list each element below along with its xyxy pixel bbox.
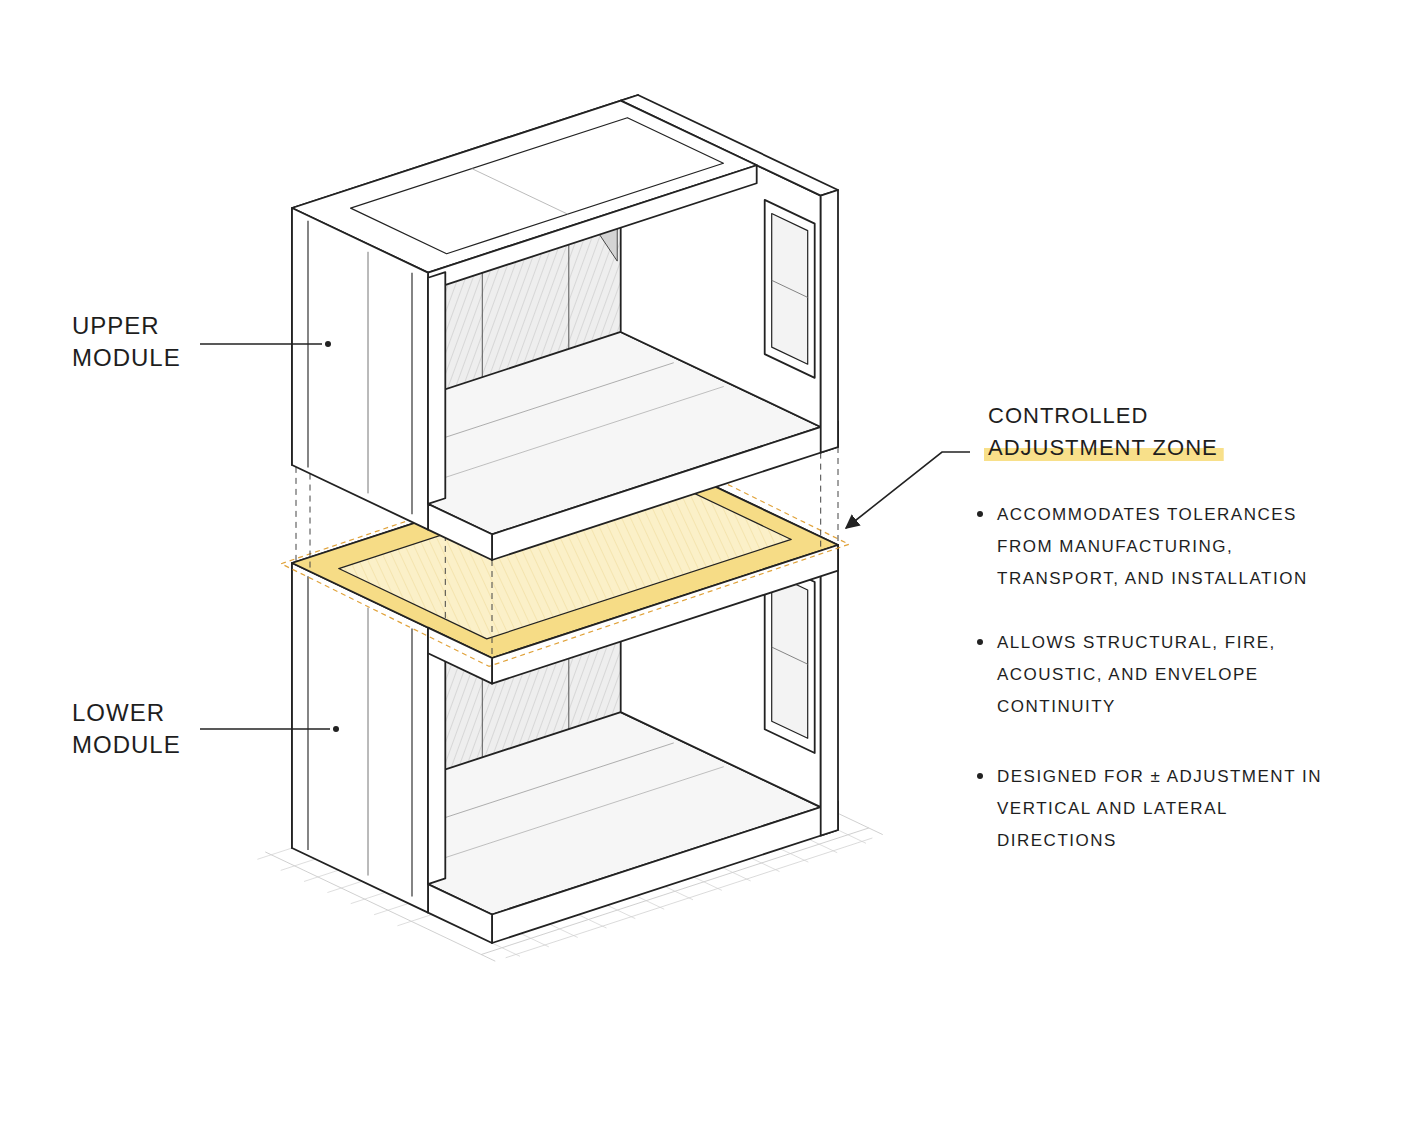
ground-line	[550, 924, 578, 937]
window-glass	[772, 213, 808, 364]
floor-slab-end	[428, 504, 492, 560]
leader-dot	[325, 341, 331, 347]
window-frame	[765, 200, 815, 378]
upper-module-drawing	[292, 95, 838, 560]
ground-line	[351, 892, 386, 903]
ground-line	[838, 830, 866, 843]
panel-joint	[368, 608, 369, 876]
ground-line	[257, 848, 292, 859]
ground-line	[281, 859, 316, 870]
zone-label: CONTROLLED ADJUSTMENT ZONE	[988, 400, 1243, 464]
panel-joint	[368, 252, 369, 494]
ground-line	[327, 881, 362, 892]
ground-line	[665, 887, 693, 900]
bullet-dot	[977, 511, 983, 517]
alignment-dash	[310, 474, 311, 572]
bullet-note: DESIGNED FOR ± ADJUSTMENT IN VERTICAL AN…	[997, 761, 1342, 857]
floor-slab-edge	[492, 421, 838, 560]
wall-edge	[428, 272, 445, 504]
module-label: UPPER MODULE	[72, 310, 197, 374]
floor-slab-end	[428, 884, 492, 943]
ground-line	[636, 896, 664, 909]
panel-joint	[411, 273, 412, 515]
alignment-dash	[838, 447, 839, 545]
ground-line	[780, 849, 808, 862]
panel-joint	[411, 629, 412, 897]
floor-slab-edge	[492, 802, 838, 944]
ground-line	[723, 868, 751, 881]
ground-line	[374, 903, 409, 914]
ground-line	[809, 839, 837, 852]
wall-edge	[821, 190, 838, 453]
ground-line	[579, 915, 607, 928]
ground-line	[607, 905, 635, 918]
ground-line	[694, 877, 722, 890]
ground-line	[492, 943, 520, 956]
roof-panel	[351, 118, 724, 254]
leader-line	[200, 728, 330, 730]
leader-dot	[333, 726, 339, 732]
wall-edge	[821, 545, 838, 836]
wall-edge	[428, 628, 445, 884]
ground-line	[752, 858, 780, 871]
panel-joint	[307, 576, 308, 850]
ground-line	[304, 870, 339, 881]
side-wall	[292, 208, 428, 530]
alignment-dash	[492, 560, 493, 658]
ground-line	[521, 934, 549, 947]
slab-end	[428, 628, 492, 684]
bullet-dot	[977, 639, 983, 645]
leader-arrow	[846, 452, 970, 528]
alignment-dash	[296, 467, 297, 565]
roof-joint	[472, 169, 568, 215]
ground-line	[397, 915, 432, 926]
window-mullion	[772, 280, 808, 297]
module-label: LOWER MODULE	[72, 697, 197, 761]
alignment-dash	[820, 453, 821, 551]
window-mullion	[772, 647, 808, 664]
bullet-dot	[977, 773, 983, 779]
leader-line	[200, 343, 322, 345]
bullet-note: ACCOMMODATES TOLERANCES FROM MANUFACTURI…	[997, 499, 1342, 595]
bullet-note: ALLOWS STRUCTURAL, FIRE, ACOUSTIC, AND E…	[997, 627, 1342, 723]
window-glass	[772, 573, 808, 738]
roof-edge	[428, 165, 757, 290]
